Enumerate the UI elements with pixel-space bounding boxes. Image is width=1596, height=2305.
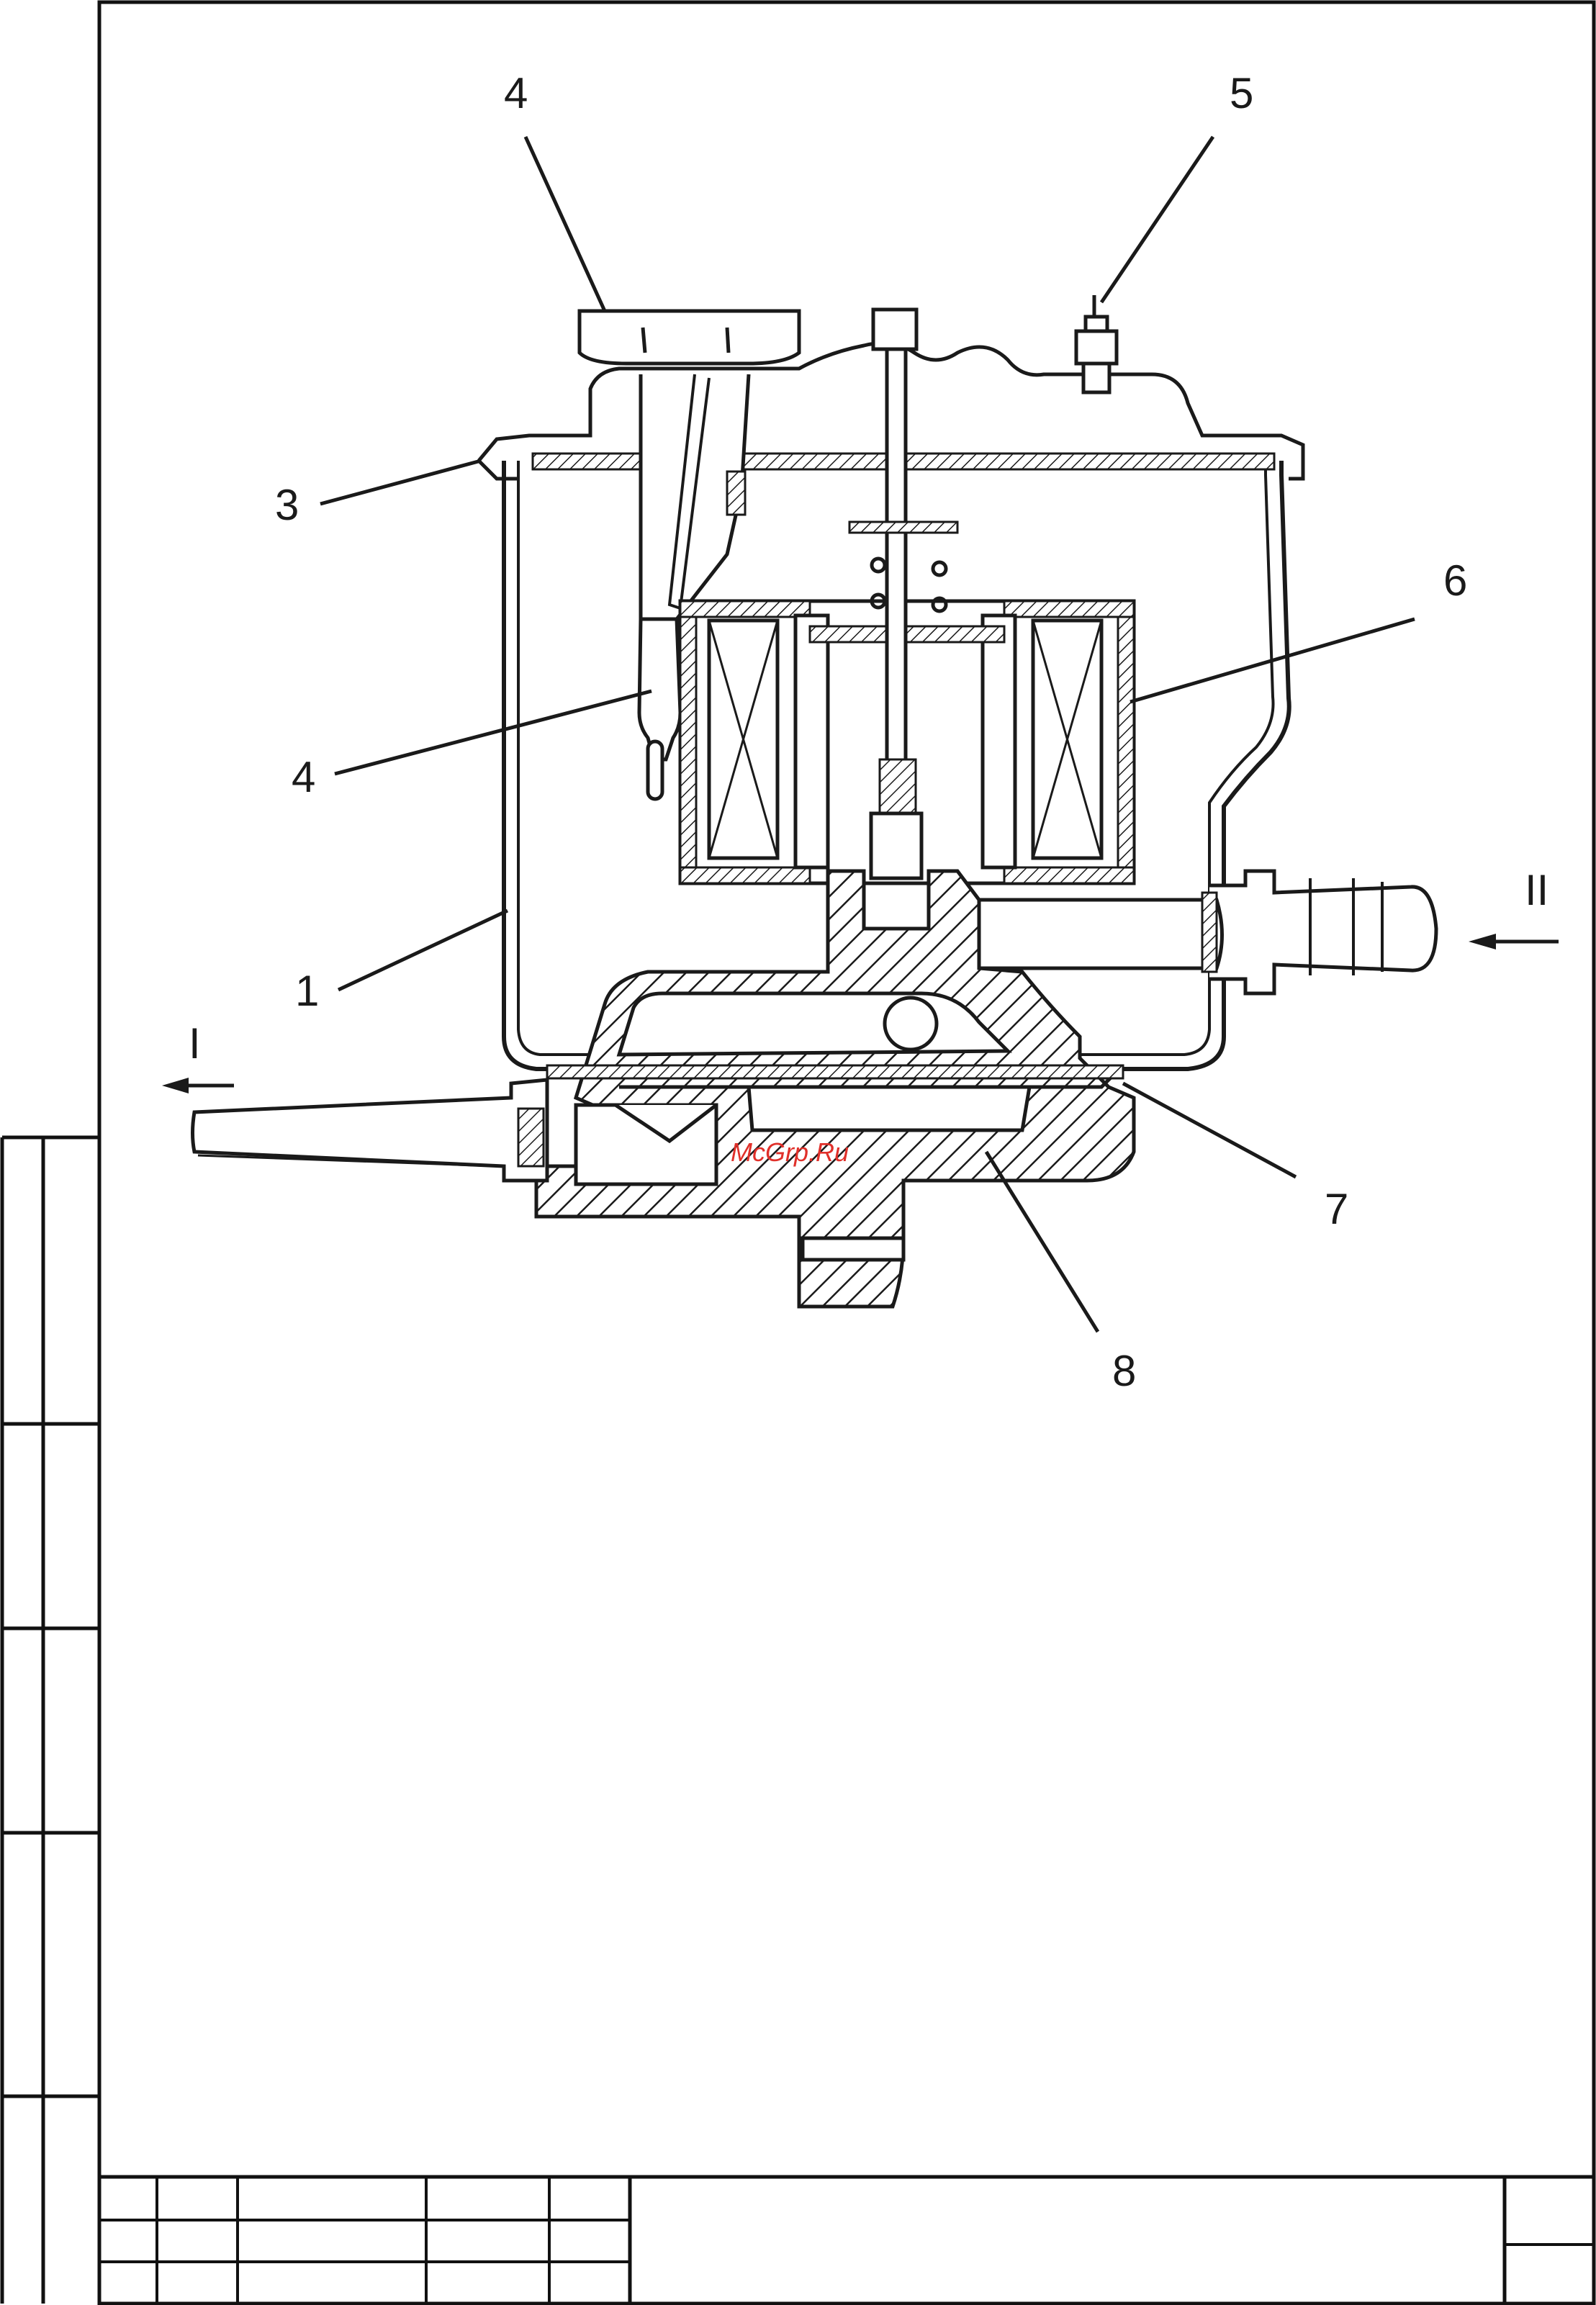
flow-arrow-I (162, 1078, 234, 1093)
label-port-II: II (1525, 866, 1548, 914)
title-block (99, 2177, 1594, 2304)
label-part-3: 3 (275, 481, 299, 529)
leader-4-top (526, 137, 605, 311)
terminal (1076, 295, 1117, 392)
label-part-4-mid: 4 (292, 753, 315, 801)
leader-7 (1123, 1083, 1296, 1177)
adjustment-knob (580, 311, 799, 364)
label-part-6: 6 (1443, 556, 1467, 605)
leader-5 (1101, 137, 1213, 302)
leader-4-mid (335, 691, 652, 774)
flow-arrow-II (1469, 934, 1559, 949)
label-part-4-top: 4 (504, 69, 528, 117)
diaphragm (547, 1065, 1123, 1078)
label-part-1: 1 (295, 967, 319, 1015)
inlet-fitting-II (968, 871, 1436, 993)
leader-1 (338, 911, 508, 990)
leader-3 (320, 461, 481, 504)
label-part-8: 8 (1112, 1347, 1136, 1395)
label-part-5: 5 (1230, 69, 1253, 117)
label-port-I: I (189, 1019, 201, 1068)
label-part-7: 7 (1325, 1185, 1348, 1233)
watermark: McGrp.Ru (731, 1137, 849, 1167)
